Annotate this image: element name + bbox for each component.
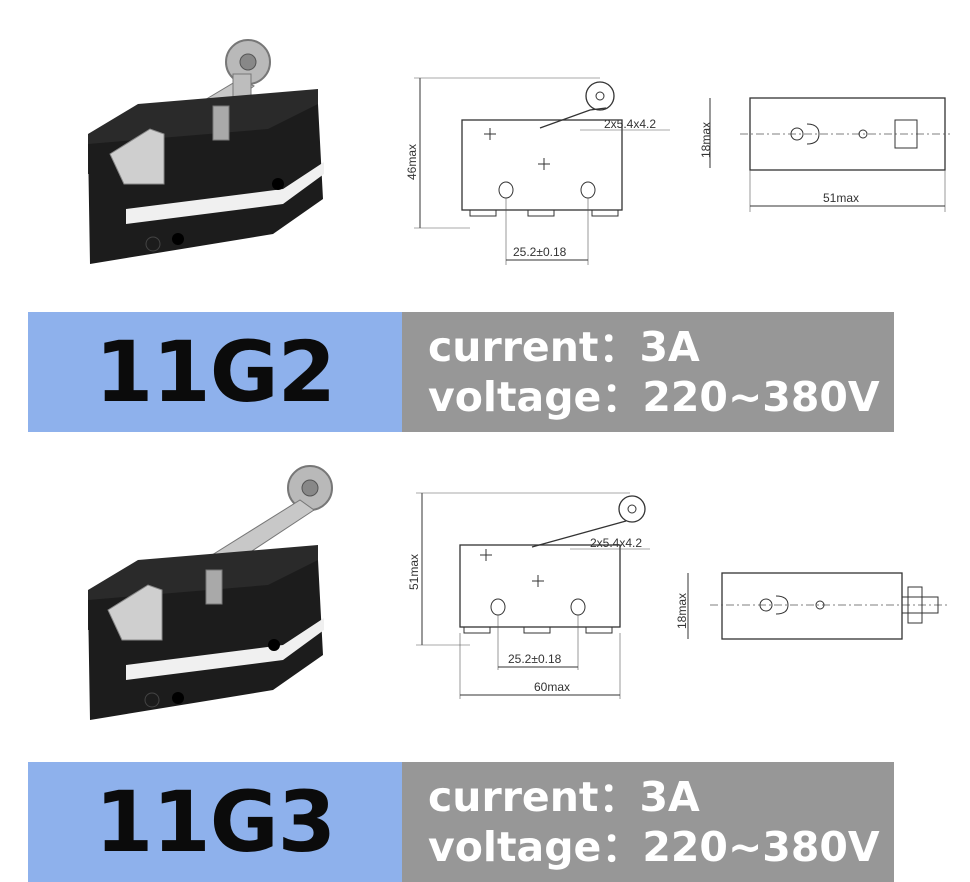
product-section-11g3: 51max 25.2±0.18 60max 2x5.4x4.2 18max [0, 450, 970, 882]
separator: ： [601, 823, 643, 871]
spacing-dimension-label: 25.2±0.18 [513, 245, 567, 259]
model-name: 11G2 [94, 323, 336, 421]
voltage-value: 220~380V [642, 823, 880, 871]
current-spec: current：3A [428, 322, 894, 372]
top-height-dimension-label: 18max [675, 593, 689, 629]
voltage-spec: voltage：220~380V [428, 822, 894, 872]
current-label: current [428, 773, 599, 821]
model-label-box: 11G3 [28, 762, 402, 882]
height-dimension-label: 46max [405, 144, 419, 180]
separator: ： [598, 773, 640, 821]
separator: ： [598, 323, 640, 371]
voltage-label: voltage [428, 373, 602, 421]
top-view-drawing-11g3: 18max [675, 572, 950, 640]
side-view-drawing-11g2: 46max 25.2±0.18 2x5.4x4.2 [405, 77, 670, 265]
separator: ： [601, 373, 643, 421]
current-value: 3A [639, 773, 700, 821]
side-view-drawing-11g3: 51max 25.2±0.18 60max 2x5.4x4.2 [407, 492, 650, 699]
width-dimension-label: 60max [534, 680, 570, 694]
top-length-dimension-label: 51max [823, 191, 859, 205]
terminal-spec-label: 2x5.4x4.2 [590, 536, 642, 550]
top-height-dimension-label: 18max [699, 122, 713, 158]
current-value: 3A [639, 323, 700, 371]
voltage-label: voltage [428, 823, 602, 871]
height-dimension-label: 51max [407, 554, 421, 590]
terminal-spec-label: 2x5.4x4.2 [604, 117, 656, 131]
top-view-drawing-11g2: 18max 51max [699, 97, 950, 212]
model-name: 11G3 [94, 773, 336, 871]
spacing-dimension-label: 25.2±0.18 [508, 652, 562, 666]
spec-box: current：3A voltage：220~380V [402, 762, 894, 882]
current-label: current [428, 323, 599, 371]
voltage-value: 220~380V [642, 373, 880, 421]
switch-photo-11g2 [88, 39, 324, 264]
switch-photo-11g3 [88, 465, 333, 720]
model-label-box: 11G2 [28, 312, 402, 432]
voltage-spec: voltage：220~380V [428, 372, 894, 422]
current-spec: current：3A [428, 772, 894, 822]
product-section-11g2: 46max 25.2±0.18 2x5.4x4.2 18max [0, 0, 970, 440]
spec-box: current：3A voltage：220~380V [402, 312, 894, 432]
spec-banner-11g3: 11G3 current：3A voltage：220~380V [28, 762, 894, 882]
spec-banner-11g2: 11G2 current：3A voltage：220~380V [28, 312, 894, 432]
